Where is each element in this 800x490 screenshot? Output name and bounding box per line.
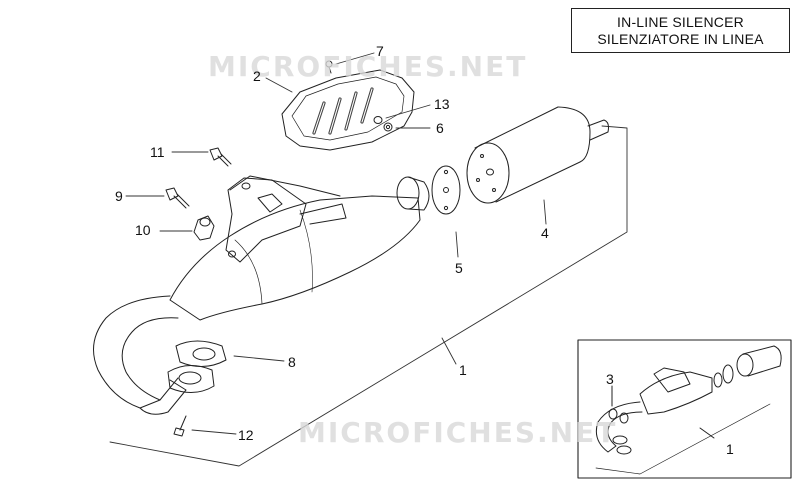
watermark-top: MICROFICHES.NET [208, 50, 528, 83]
screw-part-7 [325, 60, 333, 74]
callout-8: 8 [288, 354, 296, 370]
callout-1-main: 1 [459, 362, 467, 378]
callout-leader-lines [125, 52, 547, 435]
outlet-flange [396, 176, 430, 211]
nut-part-6 [383, 122, 393, 132]
callout-6: 6 [436, 120, 444, 136]
callout-10: 10 [135, 222, 151, 238]
washer-part-13 [373, 116, 383, 124]
bolt-part-9 [165, 187, 190, 209]
gasket-part-5 [431, 165, 461, 215]
exhaust-header-pipe [93, 295, 187, 415]
callout-13: 13 [434, 96, 450, 112]
exhaust-expansion-chamber [169, 175, 421, 321]
exhaust-flange-part-8 [167, 340, 227, 393]
assembly-frame-lines [109, 125, 628, 467]
bolt-part-11 [209, 147, 232, 167]
inset-overview [577, 339, 792, 479]
title-line-italian: SILENZIATORE IN LINEA [597, 30, 764, 47]
heat-shield [281, 69, 415, 151]
callout-9: 9 [115, 188, 123, 204]
callout-5: 5 [455, 260, 463, 276]
title-box: IN-LINE SILENCER SILENZIATORE IN LINEA [571, 8, 790, 53]
title-line-english: IN-LINE SILENCER [617, 13, 744, 30]
watermark-bottom: MICROFICHES.NET [298, 416, 618, 449]
silencer-can [466, 106, 609, 204]
callout-7: 7 [376, 43, 384, 59]
callout-3: 3 [606, 371, 614, 387]
bushing-part-10 [193, 215, 215, 241]
callout-12: 12 [238, 427, 254, 443]
callout-4: 4 [541, 225, 549, 241]
callout-11: 11 [150, 144, 165, 160]
bolt-part-12 [173, 415, 187, 437]
callout-2: 2 [253, 68, 261, 84]
callout-1-inset: 1 [726, 441, 734, 457]
